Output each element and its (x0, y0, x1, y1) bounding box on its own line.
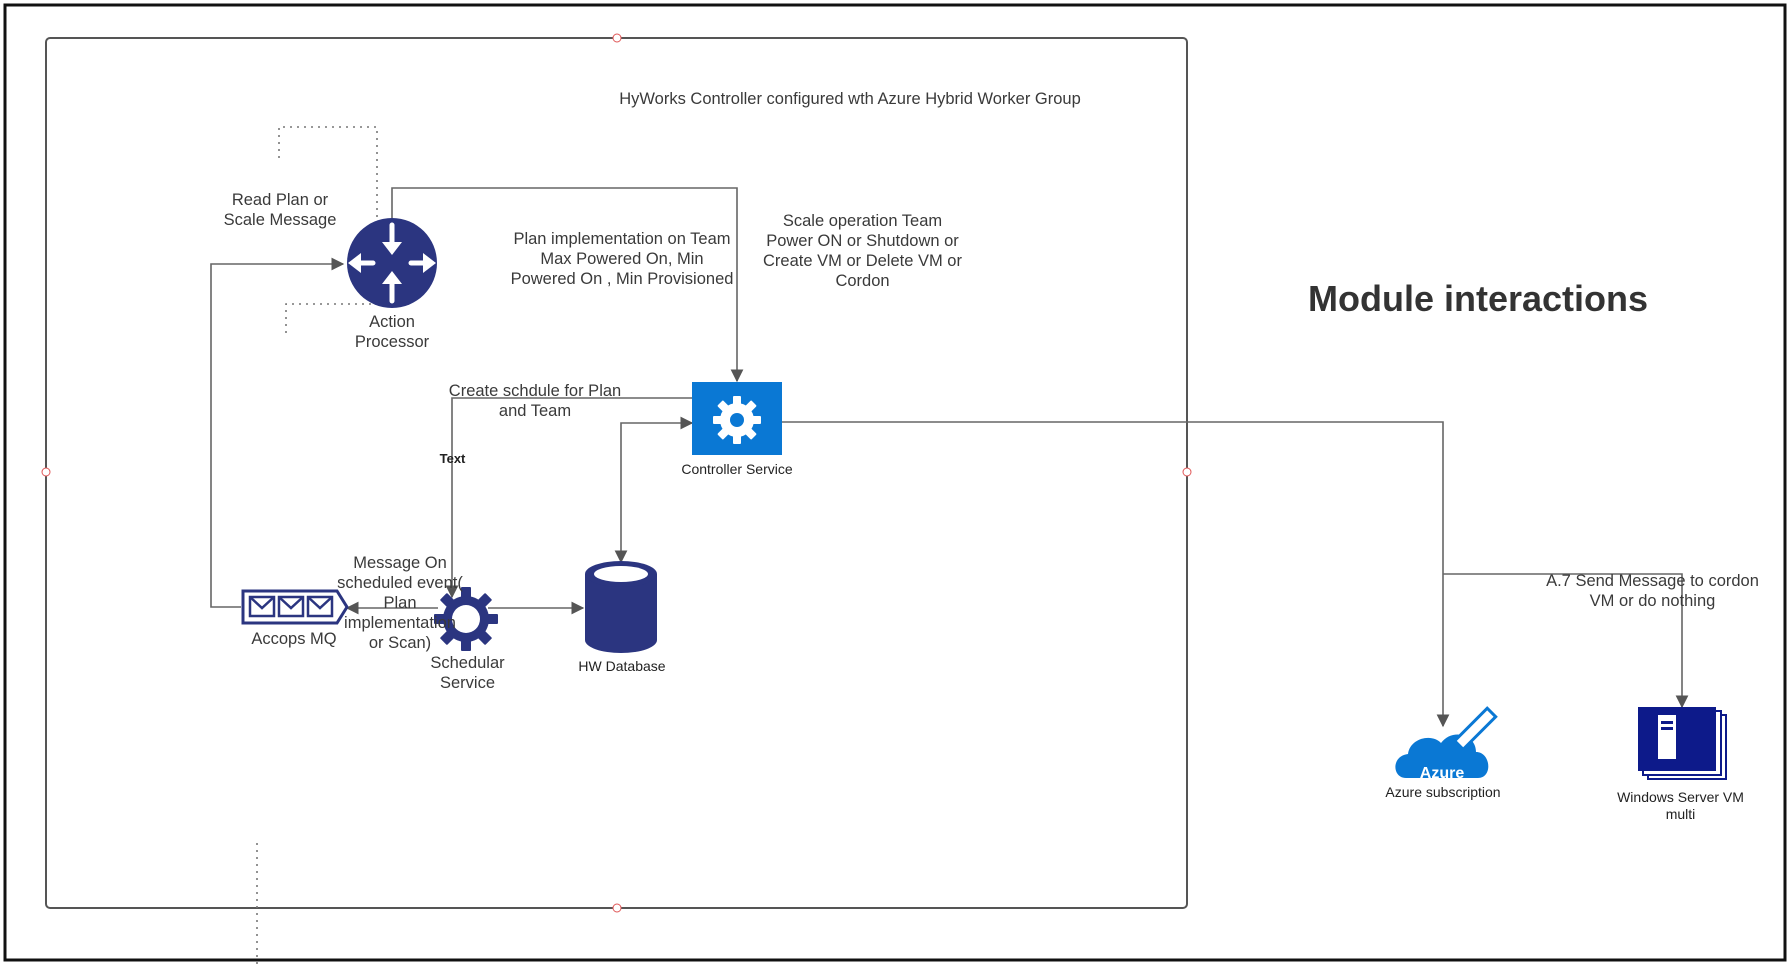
node-label-controller-service: Controller Service (681, 461, 793, 477)
edge-branch-to-vm[interactable] (1443, 573, 1689, 709)
database-icon[interactable] (585, 561, 657, 653)
controller-container[interactable] (45, 37, 1188, 909)
azure-logo-text: Azure (1420, 765, 1465, 782)
gear-icon[interactable] (692, 382, 782, 455)
diagram-title: Module interactions (1308, 278, 1649, 319)
azure-cloud-icon[interactable]: Azure (1395, 706, 1498, 782)
container-caption: HyWorks Controller configured wth Azure … (619, 90, 1081, 108)
dotted-guides (256, 126, 378, 967)
label-send-message: A.7 Send Message to cordon VM or do noth… (1546, 572, 1759, 610)
cog-icon[interactable] (434, 587, 498, 651)
node-label-hw-database: HW Database (578, 658, 666, 674)
label-create-schedule: Create schdule for Plan and Team (448, 382, 622, 420)
node-label-accops-mq: Accops MQ (251, 630, 337, 648)
container-handle-top[interactable] (612, 33, 622, 43)
container-handle-right[interactable] (1182, 467, 1192, 477)
page-frame (3, 3, 1787, 962)
container-handle-left[interactable] (41, 467, 51, 477)
label-scale-operation: Scale operation Team Power ON or Shutdow… (763, 212, 962, 290)
label-plan-implementation: Plan implementation on Team Max Powered … (510, 230, 734, 288)
message-queue-icon[interactable] (241, 589, 349, 625)
edge-action-to-controller[interactable] (391, 187, 744, 383)
router-icon[interactable] (347, 218, 437, 308)
edge-controller-to-azure[interactable] (782, 421, 1450, 728)
node-label-windows-vm: Windows Server VM multi (1617, 789, 1744, 822)
edge-mq-to-action[interactable] (210, 257, 345, 608)
node-label-action-processor: Action Processor (354, 313, 430, 351)
windows-server-icon[interactable] (1638, 502, 1727, 780)
edge-db-controller[interactable] (614, 416, 694, 564)
connectors (210, 187, 1689, 728)
node-label-azure-subscription: Azure subscription (1385, 784, 1501, 800)
node-label-schedular-service: Schedular Service (430, 654, 505, 692)
container-handle-bottom[interactable] (612, 903, 622, 913)
label-message-on-event: Message On scheduled event( Plan impleme… (337, 554, 463, 652)
edge-controller-to-schedular[interactable] (445, 397, 692, 599)
label-text: Text (439, 451, 466, 466)
label-read-plan: Read Plan or Scale Message (223, 191, 337, 229)
